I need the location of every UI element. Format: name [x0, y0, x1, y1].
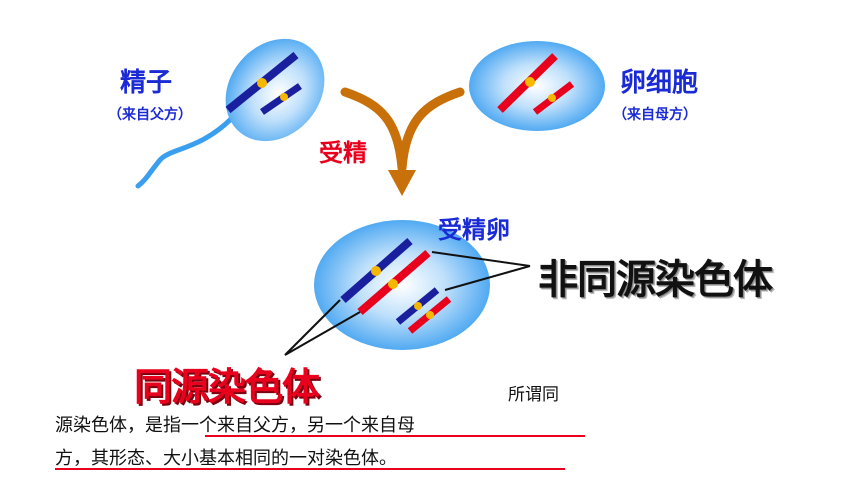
non-homologous-label: 非同源染色体	[538, 257, 773, 303]
sperm-centromere-1	[257, 78, 267, 88]
zygote-centromere-3	[414, 302, 422, 310]
pointer-homologous-2	[284, 311, 361, 356]
egg-subtitle: （来自母方）	[613, 107, 697, 123]
egg-cell	[469, 41, 605, 131]
underline-1	[205, 435, 585, 437]
fertilization-arrow	[340, 87, 465, 173]
sperm-subtitle: （来自父方）	[108, 107, 192, 123]
homologous-label: 同源染色体	[134, 365, 320, 409]
egg-centromere-1	[525, 77, 535, 87]
zygote-centromere-4	[426, 311, 434, 319]
sperm-centromere-2	[280, 93, 288, 101]
fertilization-label: 受精	[319, 139, 367, 167]
definition-line-3: 方，其形态、大小基本相同的一对染色体。	[55, 448, 397, 469]
zygote-cell	[314, 220, 490, 350]
definition-line-1: 所谓同	[508, 385, 559, 405]
sperm-title: 精子	[120, 68, 173, 98]
egg-title: 卵细胞	[620, 68, 699, 98]
arrow-head	[388, 170, 416, 196]
zygote-centromere-1	[371, 266, 381, 276]
pointer-non-homologous-2	[444, 265, 531, 291]
zygote-label: 受精卵	[438, 216, 510, 244]
zygote-centromere-2	[388, 279, 398, 289]
pointer-non-homologous-1	[431, 251, 531, 267]
underline-2	[55, 468, 565, 470]
pointer-homologous-1	[284, 299, 341, 356]
sperm-head	[225, 38, 325, 142]
sperm-tail	[135, 115, 235, 189]
definition-line-2: 源染色体，是指一个来自父方，另一个来自母	[55, 415, 415, 436]
egg-centromere-2	[548, 94, 556, 102]
